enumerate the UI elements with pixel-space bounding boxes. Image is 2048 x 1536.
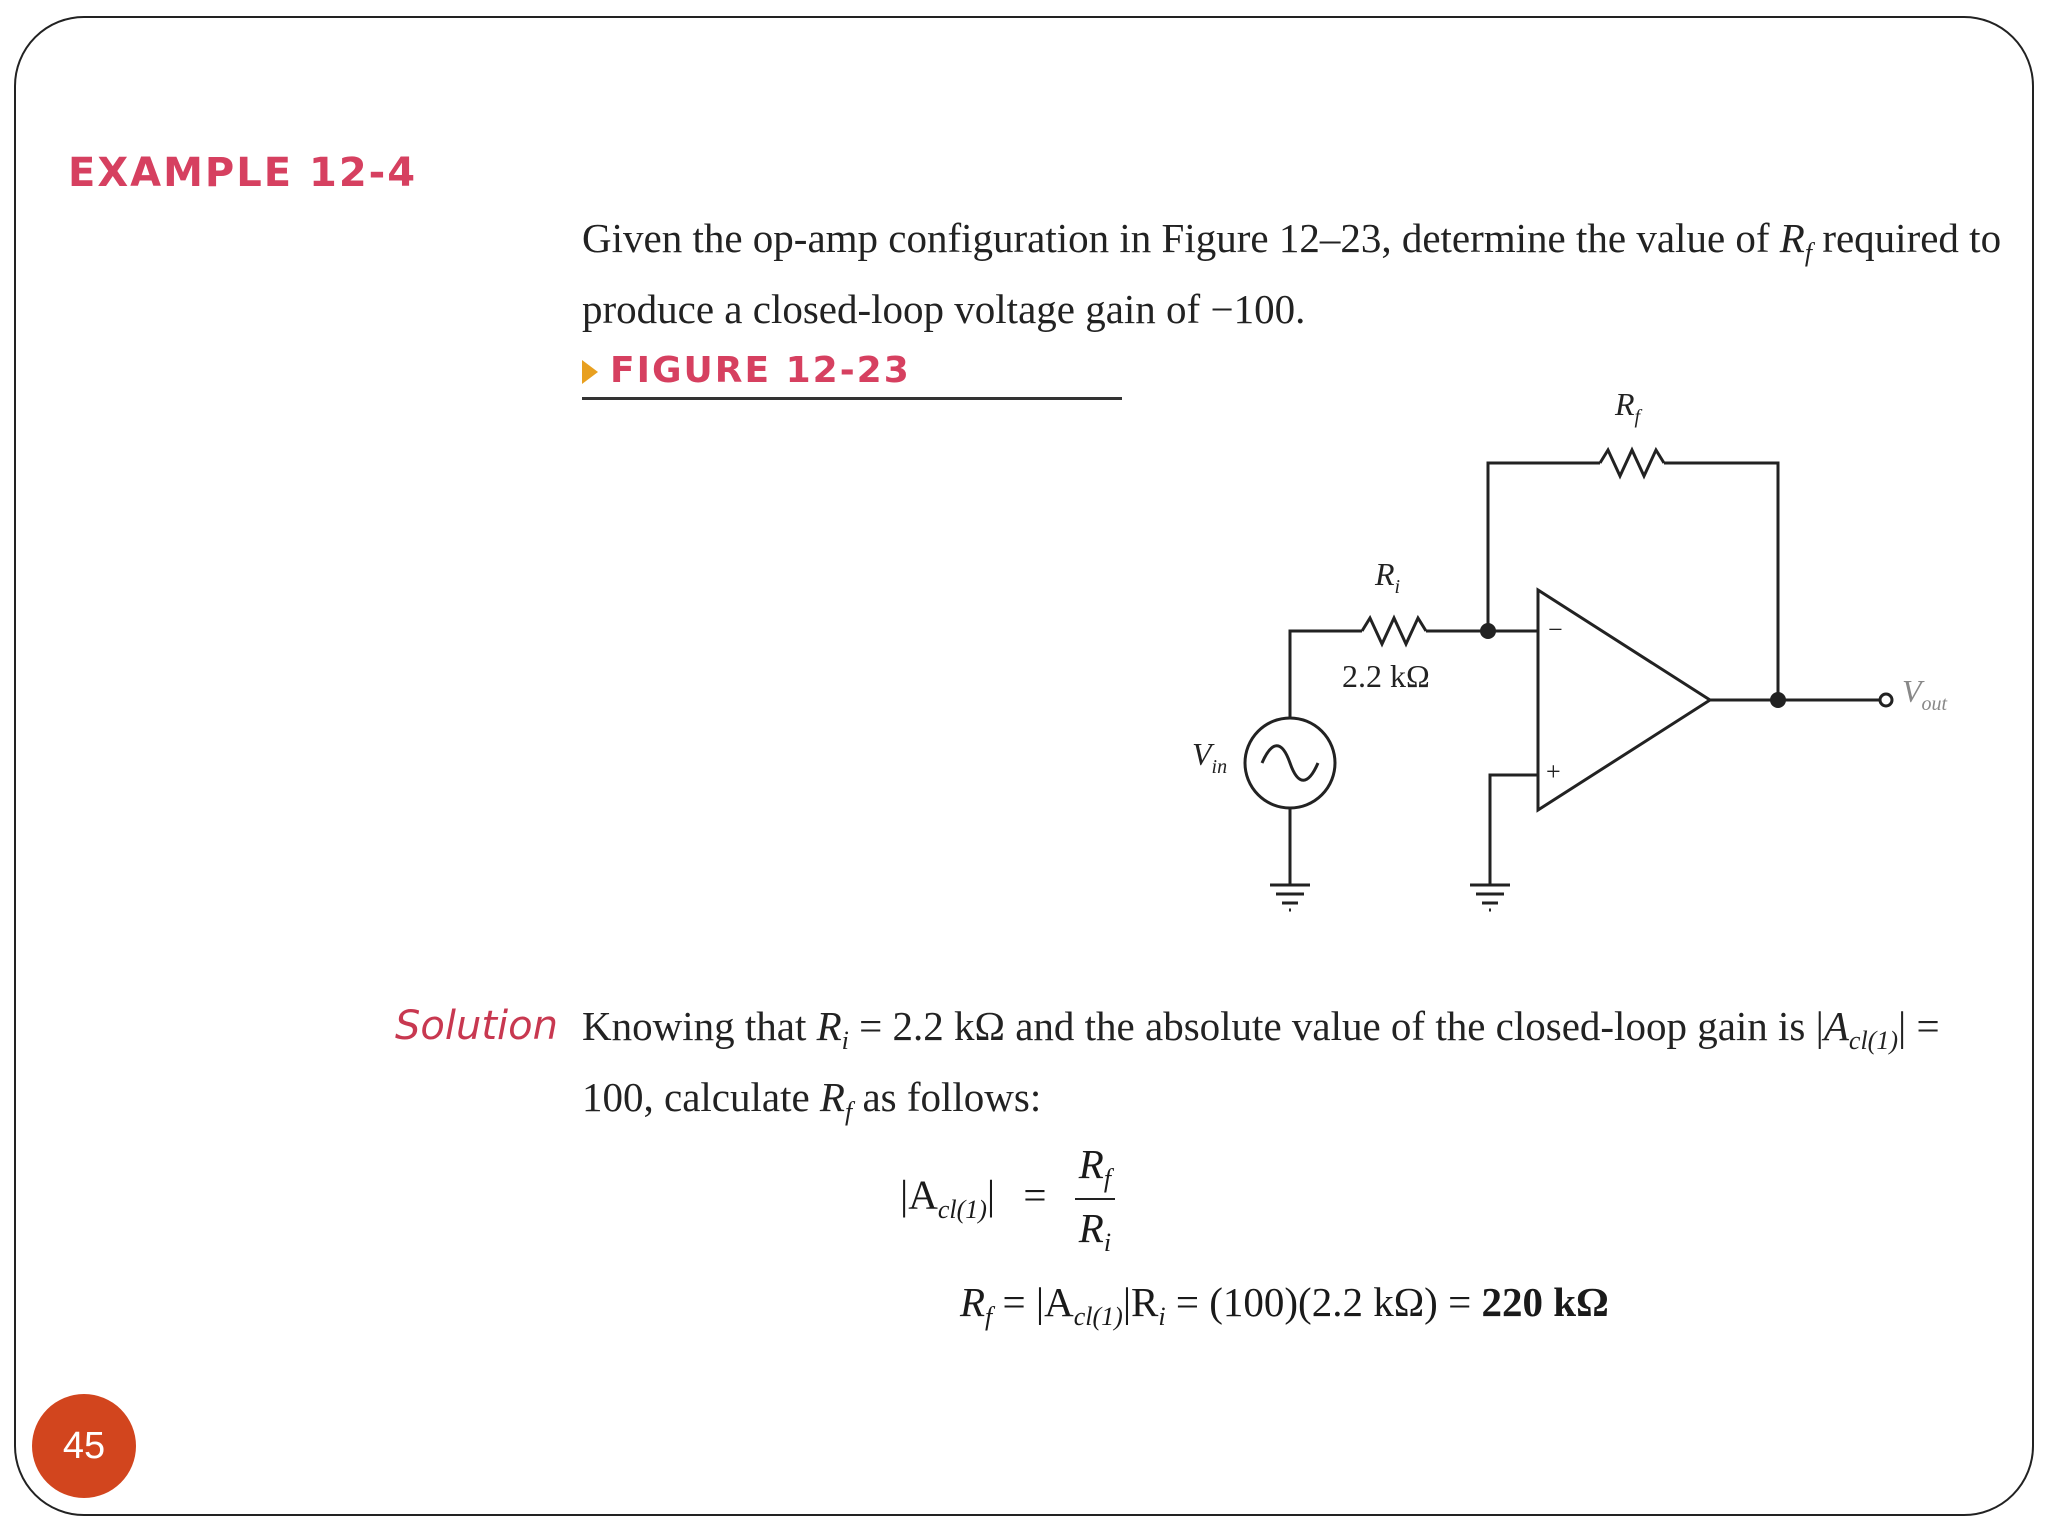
problem-text-1: Given the op-amp configuration in Figure… [582, 215, 1780, 261]
problem-text-2: required to produce a closed-loop voltag… [582, 215, 2002, 333]
feedback-wire-right [1664, 461, 1780, 700]
feedback-wire-left [1486, 461, 1600, 631]
svg-text:Vout: Vout [1902, 673, 1948, 715]
result-value: 220 kΩ [1481, 1279, 1609, 1325]
ground-wire [1488, 773, 1538, 885]
figure-label-text: FIGURE 12-23 [610, 350, 911, 391]
figure-rule [582, 397, 1122, 400]
svg-text:Rf: Rf [1614, 386, 1643, 428]
problem-var: R [1779, 215, 1805, 261]
fraction: Rf Ri [1074, 1140, 1116, 1258]
page-number-badge: 45 [32, 1394, 136, 1498]
op-amp-triangle [1536, 587, 1713, 813]
junction-dot [1770, 692, 1786, 708]
op-amp-circuit-diagram: Rf Ri 2.2 kΩ Vin Vout − + [1192, 386, 1948, 912]
gain-equation: |Acl(1)| = Rf Ri [900, 1140, 1116, 1258]
figure-label: FIGURE 12-23 [582, 350, 911, 391]
result-equation: Rf = |Acl(1)|Ri = (100)(2.2 kΩ) = 220 kΩ [960, 1279, 1609, 1332]
problem-statement: Given the op-amp configuration in Figure… [582, 210, 2002, 337]
noninverting-sign: + [1546, 757, 1561, 786]
triangle-arrow-icon [582, 360, 598, 384]
inverting-sign: − [1548, 615, 1563, 644]
solution-label: Solution [395, 1003, 558, 1049]
svg-text:Ri: Ri [1374, 556, 1400, 598]
input-wire [1288, 629, 1362, 718]
ri-resistor [1360, 614, 1428, 648]
example-title: EXAMPLE 12-4 [68, 150, 418, 196]
rf-resistor [1598, 446, 1666, 480]
slide-frame [14, 16, 2034, 1516]
ri-value-label: 2.2 kΩ [1342, 658, 1430, 694]
output-terminal [1878, 692, 1894, 708]
sine-wave [1260, 744, 1320, 782]
junction-dot [1480, 623, 1496, 639]
problem-var-sub: f [1804, 238, 1813, 268]
solution-text: Knowing that Ri = 2.2 kΩ and the absolut… [582, 1003, 1940, 1127]
svg-text:Vin: Vin [1192, 736, 1227, 778]
